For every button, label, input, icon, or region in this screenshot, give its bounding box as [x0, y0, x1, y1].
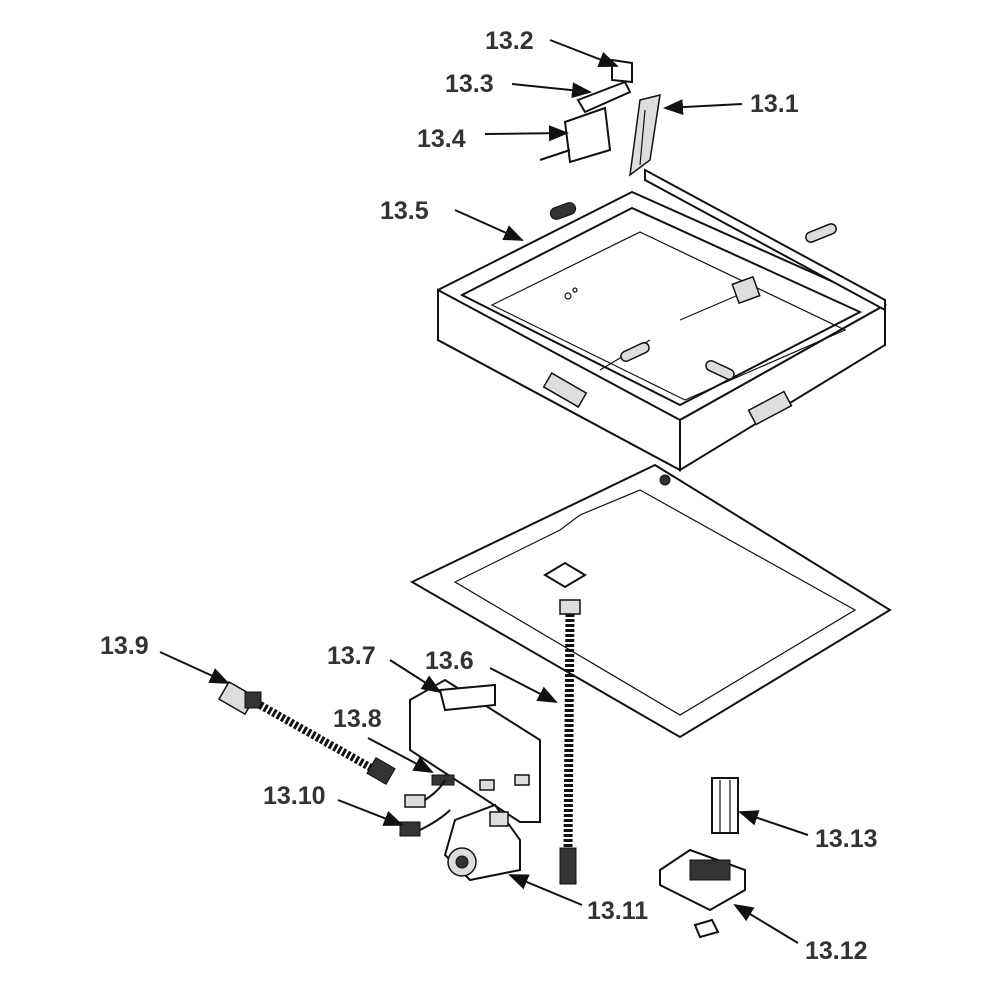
gasket-frame — [409, 463, 892, 739]
label-13-13: 13.13 — [815, 825, 878, 853]
label-13-2: 13.2 — [485, 27, 534, 55]
label-13-1: 13.1 — [750, 90, 799, 118]
label-13-12: 13.12 — [805, 937, 868, 965]
label-13-7: 13.7 — [327, 642, 376, 670]
connector-13-13 — [711, 777, 739, 834]
flex-tube-13-6 — [559, 599, 581, 885]
label-13-8: 13.8 — [333, 705, 382, 733]
leader-arrows — [159, 39, 809, 944]
label-13-6: 13.6 — [425, 647, 474, 675]
label-13-4: 13.4 — [417, 125, 466, 153]
label-13-9: 13.9 — [100, 632, 149, 660]
bracket-parts-13-1-to-13-4 — [539, 58, 661, 177]
control-module-13-12 — [659, 848, 746, 939]
tray-part-13-5 — [437, 168, 888, 472]
label-13-5: 13.5 — [380, 197, 429, 225]
label-13-3: 13.3 — [445, 70, 494, 98]
label-13-11: 13.11 — [587, 897, 649, 925]
gas-valve-13-11 — [443, 803, 521, 882]
label-13-10: 13.10 — [263, 782, 326, 810]
mounting-plate-13-7 — [409, 678, 541, 823]
wire-harness-13-8-13-10 — [399, 774, 455, 837]
hose-13-9 — [217, 680, 396, 785]
